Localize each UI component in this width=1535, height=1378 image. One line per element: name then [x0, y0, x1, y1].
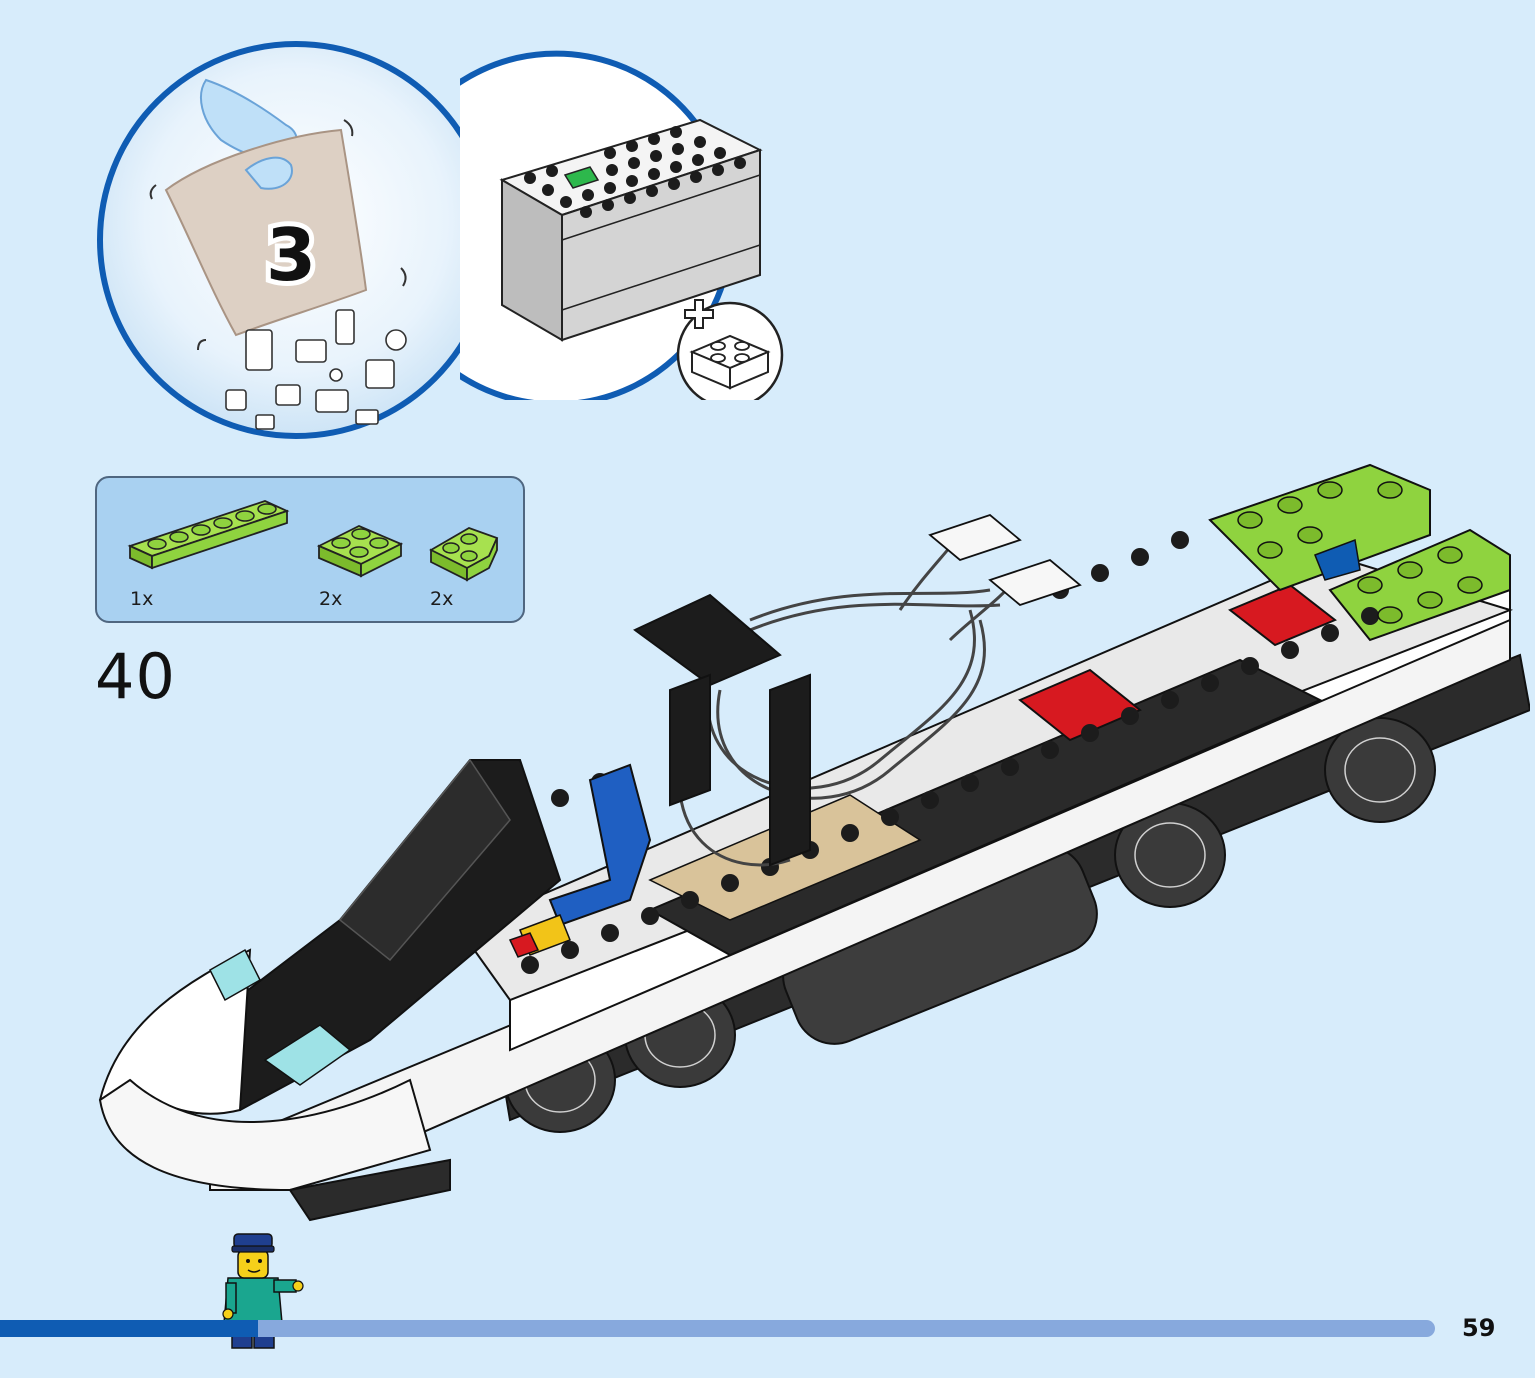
red-plate: [1018, 668, 1142, 742]
blue-seat: [548, 763, 652, 927]
lime-plate: [1208, 463, 1431, 592]
add-brick-icon: [676, 299, 784, 400]
step-number: 40: [95, 640, 176, 713]
part-qty-3: 2x: [430, 588, 454, 610]
plate-2x2-lime-icon: [316, 525, 404, 578]
part-qty-1: 1x: [130, 588, 154, 610]
wedge-plate-2x2-lime-icon: [429, 527, 499, 582]
train-model-illustration: [98, 463, 1530, 1222]
bogie-wheels-icon: [498, 653, 1530, 1133]
parts-list: 1x 2x 2x: [95, 476, 525, 623]
plate-1x6-lime-icon: [127, 500, 290, 570]
progress-track: [0, 1320, 1435, 1337]
paper-bag-icon: [164, 128, 368, 337]
power-cable-icon: [677, 534, 1022, 867]
bag-number: 3: [266, 213, 316, 297]
battery-box-icon: [499, 118, 763, 342]
red-plate: [1228, 583, 1337, 647]
bag-callout: 3: [97, 41, 495, 439]
page-number: 59: [1462, 1314, 1496, 1342]
battery-box-callout: [460, 50, 784, 400]
part-qty-2: 2x: [319, 588, 343, 610]
progress-fill: [0, 1320, 259, 1337]
